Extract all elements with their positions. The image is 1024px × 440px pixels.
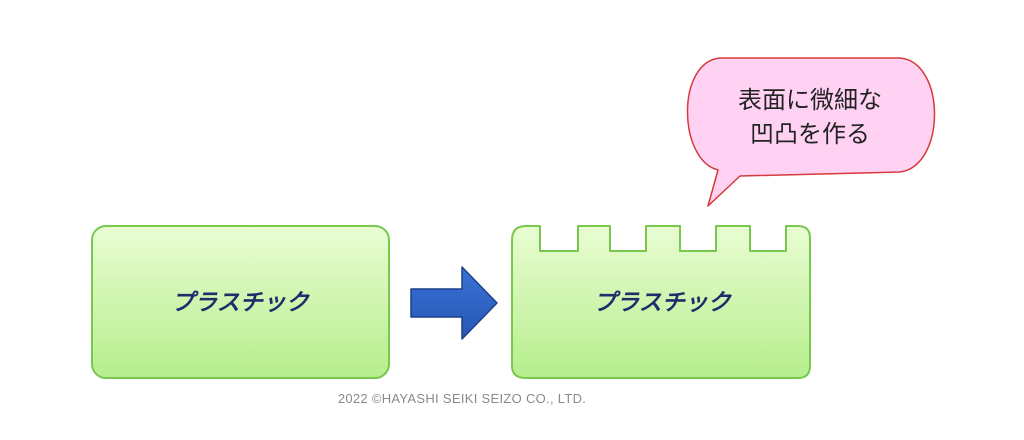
after-block-label: プラスチック — [593, 290, 733, 316]
copyright-notice: 2022 ©HAYASHI SEIKI SEIZO CO., LTD. — [338, 391, 586, 406]
before-block-shape — [91, 225, 390, 379]
before-block-label: プラスチック — [171, 290, 311, 316]
speech-bubble-shape — [686, 57, 936, 207]
speech-bubble-line2: 凹凸を作る — [750, 120, 870, 148]
speech-bubble-line1: 表面に微細な — [738, 86, 882, 114]
speech-bubble: 表面に微細な 凹凸を作る — [686, 57, 936, 207]
after-block-shape — [511, 225, 811, 379]
after-plastic-block: プラスチック — [511, 225, 811, 379]
before-plastic-block: プラスチック — [91, 225, 390, 379]
right-arrow-icon — [410, 266, 498, 340]
